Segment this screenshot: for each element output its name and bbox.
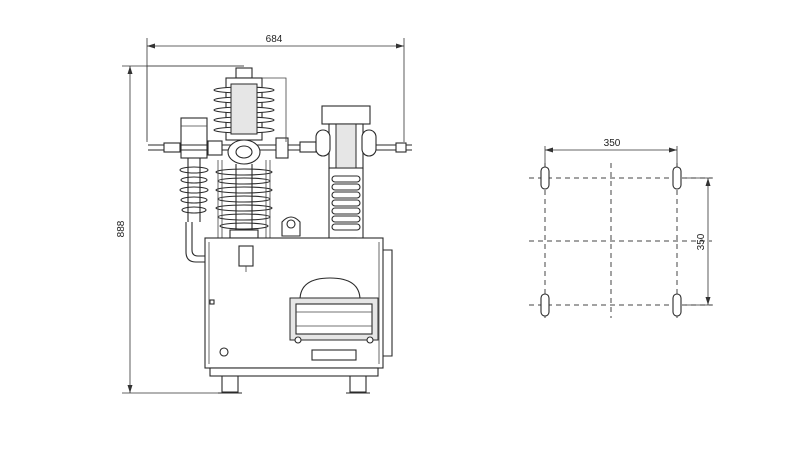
width-dimension-label: 684 xyxy=(266,34,283,45)
left-insulator xyxy=(179,117,209,263)
vertical-spacing-label: 350 xyxy=(696,233,707,250)
front-view: 684 888 xyxy=(116,34,412,394)
vertical-spacing-dimension: 350 xyxy=(685,177,713,306)
mounting-slot xyxy=(672,166,682,190)
mounting-slot xyxy=(540,166,550,190)
horizontal-spacing-dimension: 350 xyxy=(544,138,678,170)
central-pole xyxy=(213,67,287,239)
lifting-lug xyxy=(281,216,301,237)
mounting-slot xyxy=(672,293,682,317)
bus-bar xyxy=(148,137,412,159)
horizontal-spacing-label: 350 xyxy=(604,138,621,149)
height-dimension-label: 888 xyxy=(116,220,127,237)
mounting-slots xyxy=(540,166,682,317)
main-tank xyxy=(204,237,393,369)
foundation-plan: 350 350 xyxy=(529,138,713,318)
tank-base xyxy=(209,367,379,394)
mounting-slot xyxy=(540,293,550,317)
